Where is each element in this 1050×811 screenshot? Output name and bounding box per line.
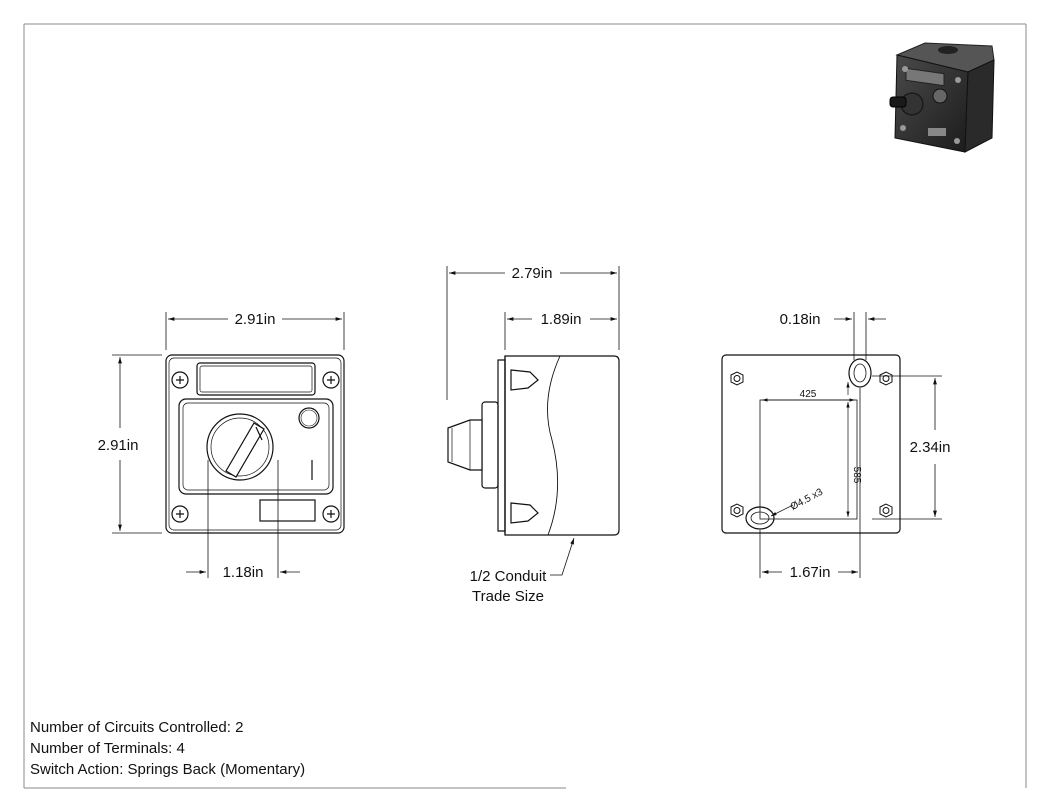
- knob-offset-label: 1.18in: [223, 564, 264, 581]
- spec-terminals: Number of Terminals: 4: [30, 740, 185, 757]
- hole-callout-leader: [770, 504, 794, 517]
- hole-offset-label: 0.18in: [780, 311, 821, 328]
- body-depth-dimension: [504, 312, 617, 350]
- hole-spacing-horizontal-label: 1.67in: [790, 564, 831, 581]
- hole-offset-dimension: [834, 312, 886, 360]
- side-depth-dimension: [446, 266, 620, 400]
- front-height-label: 2.91in: [98, 437, 139, 454]
- front-width-dimension: [165, 312, 345, 350]
- side-depth-label: 2.79in: [512, 265, 553, 282]
- enclosure-3d-thumbnail: [889, 42, 995, 153]
- front-view: [165, 354, 345, 534]
- spec-switch-action: Switch Action: Springs Back (Momentary): [30, 761, 306, 778]
- conduit-label-line2: Trade Size: [472, 588, 544, 605]
- back-nuts: [730, 371, 893, 518]
- body-depth-label: 1.89in: [541, 311, 582, 328]
- hole-callout: Ø4.5 x3: [789, 487, 825, 513]
- side-view: [447, 355, 620, 536]
- front-screws: [171, 371, 340, 523]
- conduit-label-line1: 1/2 Conduit: [470, 568, 548, 585]
- hole-spacing-vertical-dimension: [872, 375, 942, 520]
- drawing-frame: [23, 23, 1027, 789]
- spec-circuits: Number of Circuits Controlled: 2: [30, 719, 244, 736]
- inner-height-mm: 585: [851, 467, 862, 484]
- mounting-holes: [745, 358, 872, 530]
- front-width-label: 2.91in: [235, 311, 276, 328]
- knob-offset-dimension: [186, 460, 300, 578]
- inner-width-mm: 425: [800, 389, 817, 400]
- hole-spacing-horizontal-dimension: [759, 388, 861, 578]
- conduit-leader: [550, 537, 575, 576]
- back-view: [721, 354, 901, 534]
- front-height-dimension: [112, 354, 162, 534]
- hole-spacing-vertical-label: 2.34in: [910, 439, 951, 456]
